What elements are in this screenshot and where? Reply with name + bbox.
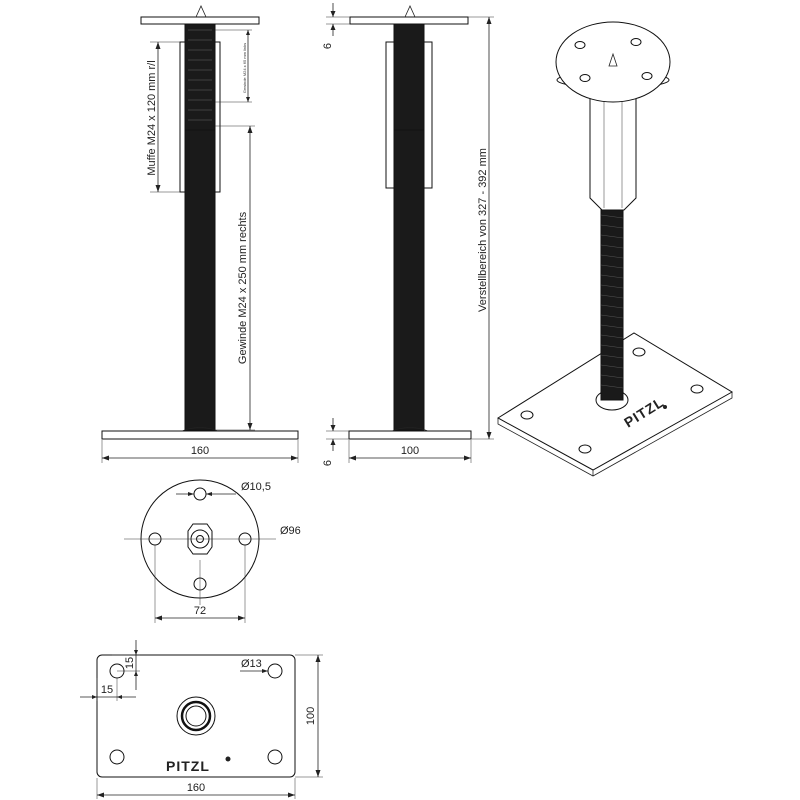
side-lower-thread [393, 129, 425, 431]
iso-base-hole [690, 384, 704, 394]
iso-top-plate [555, 21, 671, 103]
base-offset-x-label: 15 [101, 684, 113, 696]
side-upper-thread [393, 23, 425, 131]
side-top-plate [349, 16, 469, 25]
base-height-label: 100 [305, 707, 317, 725]
side-view: 100 6 6 Verstellbereich von 327 - 392 mm [322, 3, 494, 466]
iso-top-spike [608, 52, 618, 67]
iso-thread [600, 205, 624, 401]
iso-sleeve [589, 91, 637, 211]
base-hole [267, 749, 283, 765]
base-hole-dia-label: Ø13 [241, 658, 262, 670]
base-plate-plan: PITZL Ø13 15 15 100 160 [80, 640, 323, 799]
base-brand: PITZL [166, 758, 210, 774]
front-view: 160 Muffe M24 x 120 mm r/l Gewinde M24 x… [101, 5, 299, 463]
front-top-spike [195, 5, 207, 18]
base-hole [109, 749, 125, 765]
sleeve-note: Gewinde M24 x 65 mm links [242, 43, 247, 93]
base-offset-y-label: 15 [124, 657, 136, 669]
front-base-weld [181, 427, 219, 432]
iso-base-hole [578, 444, 592, 454]
side-top-spike [404, 5, 416, 18]
head-hole-dia-label: Ø10,5 [241, 481, 271, 493]
iso-base-hole [632, 347, 646, 357]
head-spacing-label: 72 [194, 605, 206, 617]
side-width-label: 100 [401, 445, 419, 457]
front-width-label: 160 [191, 445, 209, 457]
range-label: Verstellbereich von 327 - 392 mm [477, 148, 489, 312]
side-base-weld [391, 427, 429, 432]
iso-base-hole [520, 410, 534, 420]
base-width-label: 160 [187, 782, 205, 794]
head-plate-plan: Ø10,5 Ø96 72 [124, 479, 301, 623]
plate-thickness-top: 6 [322, 43, 334, 49]
thread-label: Gewinde M24 x 250 mm rechts [237, 211, 249, 364]
side-base-plate [348, 430, 472, 440]
plate-thickness-bottom: 6 [322, 460, 334, 466]
base-hole [267, 663, 283, 679]
head-plate-dia-label: Ø96 [280, 525, 301, 537]
head-hole [193, 487, 207, 501]
front-base-plate [101, 430, 299, 440]
front-thread-texture [188, 29, 212, 121]
iso-thread-texture [600, 214, 624, 389]
front-top-plate [140, 16, 260, 25]
front-lower-thread [184, 129, 216, 431]
isometric-view: PITZL [497, 21, 733, 477]
sleeve-label: Muffe M24 x 120 mm r/l [146, 60, 158, 175]
front-upper-thread [184, 23, 216, 131]
